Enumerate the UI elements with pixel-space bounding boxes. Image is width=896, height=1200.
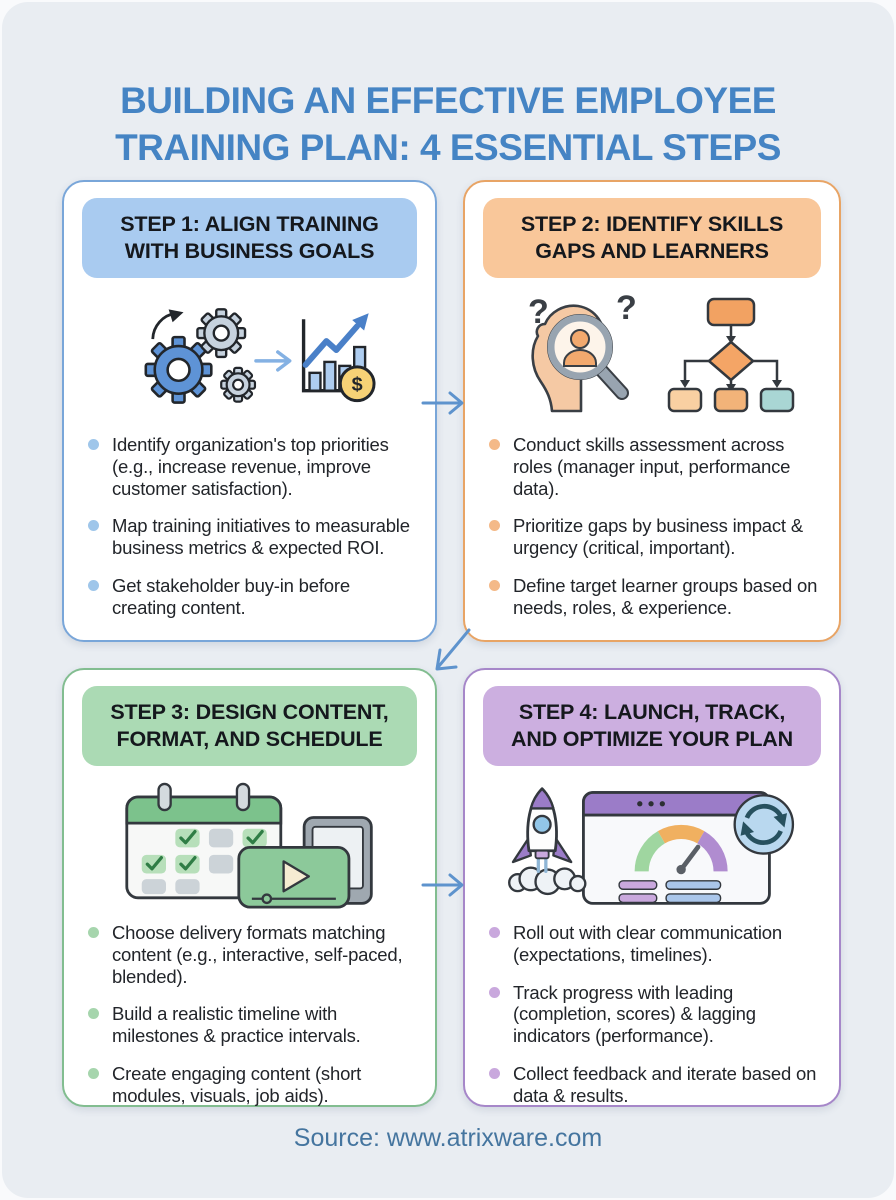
step-2-header-text: STEP 2: IDENTIFY SKILLS GAPS AND LEARNER… — [520, 212, 784, 263]
skills-gap-analysis-icon: ? ? — [465, 284, 839, 418]
bullet-dot — [489, 439, 500, 450]
bullet-text: Choose delivery formats matching content… — [112, 922, 403, 987]
step-4-header-text: STEP 4: LAUNCH, TRACK, AND OPTIMIZE YOUR… — [511, 700, 793, 751]
bullet-dot — [88, 1068, 99, 1080]
step-1-bullet-list: Identify organization's top priorities (… — [64, 434, 435, 619]
step-2-card: STEP 2: IDENTIFY SKILLS GAPS AND LEARNER… — [463, 180, 841, 642]
schedule-content-icon — [64, 772, 435, 909]
step-4-header: STEP 4: LAUNCH, TRACK, AND OPTIMIZE YOUR… — [483, 686, 821, 766]
step-2-bullet-list: Conduct skills assessment across roles (… — [465, 434, 839, 619]
list-item: Choose delivery formats matching content… — [88, 922, 415, 987]
arrow-step1-to-step2-icon — [421, 391, 464, 415]
list-item: Define target learner groups based on ne… — [489, 575, 819, 619]
page-title: BUILDING AN EFFECTIVE EMPLOYEE TRAINING … — [0, 77, 896, 172]
step-3-header-text: STEP 3: DESIGN CONTENT, FORMAT, AND SCHE… — [110, 700, 389, 751]
list-item: Map training initiatives to measurable b… — [88, 515, 415, 559]
step-1-header-text: STEP 1: ALIGN TRAINING WITH BUSINESS GOA… — [120, 212, 379, 263]
bullet-text: Prioritize gaps by business impact & urg… — [513, 515, 803, 559]
step-3-card: STEP 3: DESIGN CONTENT, FORMAT, AND SCHE… — [62, 668, 437, 1107]
step-4-card: STEP 4: LAUNCH, TRACK, AND OPTIMIZE YOUR… — [463, 668, 841, 1107]
list-item: Create engaging content (short modules, … — [88, 1063, 415, 1107]
bullet-text: Identify organization's top priorities (… — [112, 434, 389, 499]
svg-text:$: $ — [351, 374, 362, 396]
step-2-header: STEP 2: IDENTIFY SKILLS GAPS AND LEARNER… — [483, 198, 821, 278]
svg-text:?: ? — [528, 293, 549, 331]
bullet-text: Roll out with clear communication (expec… — [513, 922, 782, 965]
bullet-text: Get stakeholder buy-in before creating c… — [112, 575, 350, 618]
bullet-text: Track progress with leading (completion,… — [513, 981, 756, 1047]
bullet-text: Conduct skills assessment across roles (… — [513, 434, 791, 499]
bullet-dot — [489, 520, 500, 532]
svg-text:?: ? — [616, 289, 637, 327]
bullet-dot — [88, 580, 99, 592]
bullet-dot — [489, 580, 500, 592]
arrow-step2-to-step3-icon — [435, 628, 471, 671]
page-title-text: BUILDING AN EFFECTIVE EMPLOYEE TRAINING … — [115, 79, 781, 169]
gears-to-growth-chart-icon: $ — [64, 284, 435, 418]
bullet-dot — [489, 1068, 500, 1080]
list-item: Prioritize gaps by business impact & urg… — [489, 515, 819, 559]
list-item: Build a realistic timeline with mileston… — [88, 1003, 415, 1047]
bullet-dot — [88, 439, 99, 450]
bullet-dot — [88, 1008, 99, 1020]
launch-dashboard-icon — [465, 772, 839, 906]
bullet-text: Build a realistic timeline with mileston… — [112, 1003, 361, 1047]
bullet-dot — [489, 927, 500, 938]
bullet-dot — [88, 520, 99, 532]
list-item: Get stakeholder buy-in before creating c… — [88, 575, 415, 619]
list-item: Track progress with leading (completion,… — [489, 982, 819, 1047]
list-item: Identify organization's top priorities (… — [88, 434, 415, 499]
bullet-text: Map training initiatives to measurable b… — [112, 515, 410, 559]
bullet-text: Define target learner groups based on ne… — [513, 575, 818, 618]
step-3-bullet-list: Choose delivery formats matching content… — [64, 922, 435, 1107]
bullet-dot — [88, 927, 99, 938]
list-item: Roll out with clear communication (expec… — [489, 922, 819, 966]
step-4-bullet-list: Roll out with clear communication (expec… — [465, 922, 839, 1107]
step-3-header: STEP 3: DESIGN CONTENT, FORMAT, AND SCHE… — [82, 686, 417, 766]
bullet-dot — [489, 986, 500, 998]
list-item: Collect feedback and iterate based on da… — [489, 1063, 819, 1107]
source-attribution: Source: www.atrixware.com — [293, 1124, 603, 1152]
bullet-text: Create engaging content (short modules, … — [112, 1063, 362, 1106]
list-item: Conduct skills assessment across roles (… — [489, 434, 819, 499]
step-1-header: STEP 1: ALIGN TRAINING WITH BUSINESS GOA… — [82, 198, 417, 278]
bullet-text: Collect feedback and iterate based on da… — [513, 1063, 817, 1106]
arrow-step3-to-step4-icon — [421, 873, 464, 897]
step-1-card: STEP 1: ALIGN TRAINING WITH BUSINESS GOA… — [62, 180, 437, 642]
